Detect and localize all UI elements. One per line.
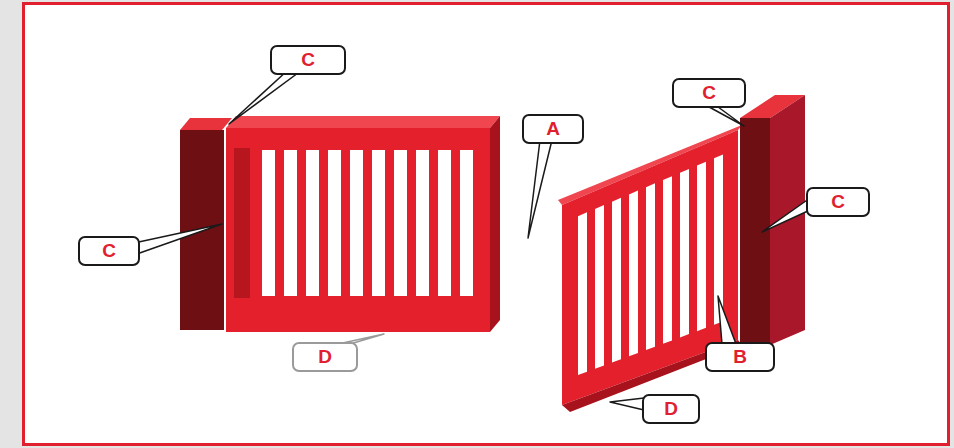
callout-tail: [762, 198, 810, 232]
callout-box: B: [705, 342, 775, 372]
right-slats: [578, 154, 723, 375]
callout-letter: B: [733, 346, 747, 368]
slat: [629, 191, 638, 357]
slat: [306, 150, 319, 296]
left-slats: [262, 150, 473, 296]
callout-letter: C: [102, 240, 116, 262]
slat: [663, 176, 672, 344]
callout-letter: C: [702, 82, 716, 104]
slat: [262, 150, 275, 296]
callout-tail: [528, 140, 552, 238]
gate-side: [490, 116, 500, 332]
slat: [372, 150, 385, 296]
callout-letter: D: [664, 398, 678, 420]
slat: [697, 162, 706, 332]
callout-letter: A: [546, 118, 560, 140]
slat: [284, 150, 297, 296]
slat: [438, 150, 451, 296]
callout-box: C: [270, 45, 346, 75]
callout-tail: [229, 70, 302, 124]
slat: [460, 150, 473, 296]
callout-box: D: [292, 342, 358, 372]
callout-tail: [610, 398, 644, 410]
callout-tail: [718, 296, 736, 344]
callout-letter: D: [318, 346, 332, 368]
gate-top: [226, 116, 500, 128]
slat: [350, 150, 363, 296]
slat: [416, 150, 429, 296]
slat: [595, 205, 604, 369]
slat: [394, 150, 407, 296]
right-post: [740, 118, 770, 345]
callout-box: D: [642, 394, 700, 424]
gate-inset: [234, 148, 250, 298]
callout-box: A: [522, 114, 584, 144]
callout-box: C: [672, 78, 746, 108]
slat: [646, 183, 655, 350]
post-top: [180, 118, 232, 130]
left-gate: [226, 128, 490, 332]
slat: [328, 150, 341, 296]
slat: [578, 212, 587, 375]
callout-letter: C: [831, 191, 845, 213]
callout-letter: C: [301, 49, 315, 71]
slat: [612, 198, 621, 363]
callout-box: C: [78, 236, 140, 266]
callout-box: C: [806, 187, 870, 217]
callout-tail: [134, 224, 222, 255]
slat: [680, 169, 689, 338]
